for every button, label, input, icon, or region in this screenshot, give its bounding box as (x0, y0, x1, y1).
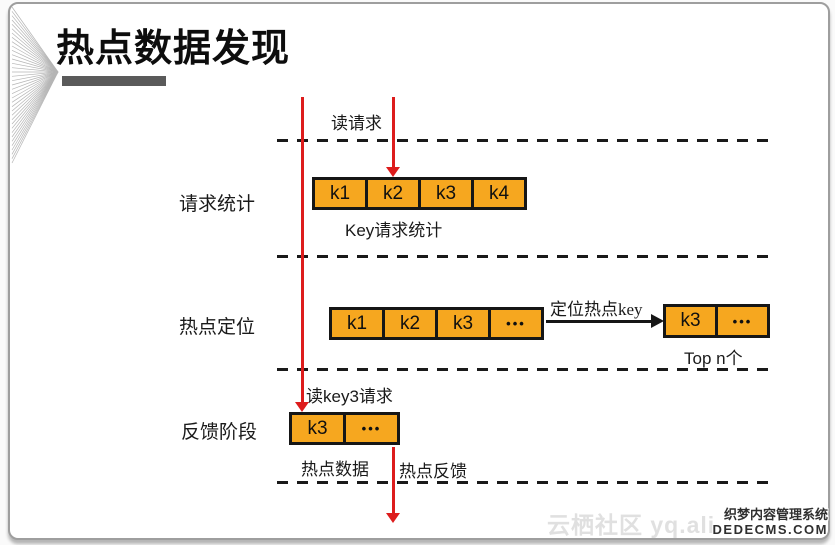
watermark-dedecms-line2: DEDECMS.COM (712, 522, 828, 537)
red-flow-arrow-feedback (386, 447, 400, 523)
row-label-feedback-phase: 反馈阶段 (181, 422, 258, 443)
slide-canvas (8, 2, 830, 540)
row-label-hotspot-locate: 热点定位 (179, 317, 256, 338)
key-cell-ellipsis: ••• (488, 307, 544, 340)
key-cell-ellipsis: ••• (715, 304, 770, 338)
watermark-dedecms: 织梦内容管理系统 DEDECMS.COM (700, 507, 828, 537)
label-read-request: 读请求 (331, 114, 382, 133)
watermark-yunqi-community: 云栖社区 yq.ali (547, 512, 716, 538)
label-top-n: Top n个 (684, 349, 743, 368)
key-array-top-n-result: k3 ••• (663, 304, 770, 338)
title-underline-bar (62, 76, 166, 86)
dashed-separator-3 (277, 368, 772, 371)
watermark-dedecms-line1: 织梦内容管理系统 (723, 507, 828, 522)
key-cell: k3 (418, 177, 474, 210)
dashed-separator-1 (277, 139, 772, 142)
key-cell: k3 (289, 412, 346, 445)
label-locate-hot-key: 定位热点key (550, 300, 643, 319)
key-array-hotspot-locate: k1 k2 k3 ••• (329, 307, 544, 340)
locate-arrow-head-icon (651, 314, 664, 328)
corner-fan-decoration-icon (11, 6, 59, 164)
key-cell: k4 (471, 177, 527, 210)
key-cell: k3 (435, 307, 491, 340)
label-hot-data: 热点数据 (301, 460, 369, 479)
key-array-feedback: k3 ••• (289, 412, 400, 445)
key-cell: k2 (382, 307, 438, 340)
row-label-request-stats: 请求统计 (179, 194, 256, 215)
label-read-key3-request: 读key3请求 (306, 387, 393, 406)
red-flow-arrow-main (295, 97, 309, 412)
dashed-separator-2 (277, 255, 772, 258)
slide-title: 热点数据发现 (56, 28, 291, 70)
key-cell-ellipsis: ••• (343, 412, 400, 445)
key-cell: k1 (312, 177, 368, 210)
key-cell: k1 (329, 307, 385, 340)
label-key-request-stats: Key请求统计 (345, 221, 443, 240)
key-array-request-stats: k1 k2 k3 k4 (312, 177, 527, 210)
key-cell: k2 (365, 177, 421, 210)
dashed-separator-4 (277, 481, 772, 484)
red-flow-arrow-read-request (386, 97, 400, 177)
key-cell: k3 (663, 304, 718, 338)
locate-arrow-line (546, 320, 653, 323)
label-hot-feedback: 热点反馈 (399, 462, 467, 481)
